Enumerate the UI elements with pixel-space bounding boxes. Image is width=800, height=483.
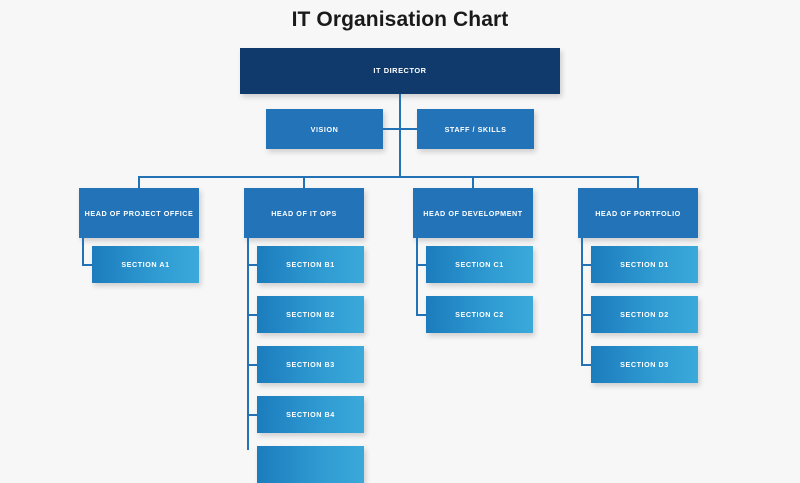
node-label: SECTION D2 [620,310,669,319]
connector-stub-section-a1 [82,264,92,266]
connector-spine-development [416,238,418,316]
connector-stub-section-d2 [581,314,591,316]
connector-drop-it-ops [303,176,305,188]
node-head-of-development[interactable]: HEAD OF DEVELOPMENT [413,188,533,238]
node-section-d1[interactable]: SECTION D1 [591,246,698,283]
connector-vision-to-spine [383,128,401,130]
node-section-d3[interactable]: SECTION D3 [591,346,698,383]
page-title: IT Organisation Chart [291,8,509,31]
connector-stub-section-c2 [416,314,426,316]
connector-spine-to-staff-skills [399,128,417,130]
node-label: HEAD OF PORTFOLIO [595,208,681,218]
connector-root-to-bus [399,129,401,177]
node-head-of-project-office[interactable]: HEAD OF PROJECT OFFICE [79,188,199,238]
connector-spine-it-ops [247,238,249,450]
connector-stub-section-b3 [247,364,257,366]
node-label: SECTION A1 [121,260,170,269]
node-label: HEAD OF PROJECT OFFICE [84,208,194,218]
node-label: SECTION D1 [620,260,669,269]
org-chart: IT Organisation Chart IT DIRECTOR VISION… [79,8,698,483]
node-vision[interactable]: VISION [266,109,383,149]
node-section-c2[interactable]: SECTION C2 [426,296,533,333]
node-label: SECTION B2 [286,310,335,319]
node-label: VISION [310,124,339,134]
node-label: HEAD OF IT OPS [271,208,337,218]
connector-stub-section-d3 [581,364,591,366]
node-section-b3[interactable]: SECTION B3 [257,346,364,383]
node-head-of-portfolio[interactable]: HEAD OF PORTFOLIO [578,188,698,238]
connector-stub-section-b1 [247,264,257,266]
connector-spine-portfolio [581,238,583,366]
connector-stub-section-b2 [247,314,257,316]
node-label: SECTION B1 [286,260,335,269]
node-staff-skills[interactable]: STAFF / SKILLS [417,109,534,149]
node-label: SECTION D3 [620,360,669,369]
node-section-a1[interactable]: SECTION A1 [92,246,199,283]
node-section-b4[interactable]: SECTION B4 [257,396,364,433]
node-section-b5-clipped[interactable] [257,446,364,483]
node-label: SECTION C1 [455,260,504,269]
connector-spine-project-office [82,238,84,265]
connector-drop-portfolio [637,176,639,188]
node-label: SECTION B4 [286,410,335,419]
node-head-of-it-ops[interactable]: HEAD OF IT OPS [244,188,364,238]
node-label: STAFF / SKILLS [444,124,507,134]
node-label: HEAD OF DEVELOPMENT [423,208,523,218]
connector-head-bus [138,176,638,178]
connector-stub-section-d1 [581,264,591,266]
connector-drop-development [472,176,474,188]
connector-stub-section-b4 [247,414,257,416]
node-it-director[interactable]: IT DIRECTOR [240,48,560,94]
node-section-c1[interactable]: SECTION C1 [426,246,533,283]
connector-drop-project-office [138,176,140,188]
node-label: SECTION B3 [286,360,335,369]
connector-stub-section-c1 [416,264,426,266]
node-section-b1[interactable]: SECTION B1 [257,246,364,283]
connector-root-stem [399,94,401,129]
node-section-b2[interactable]: SECTION B2 [257,296,364,333]
node-label: SECTION C2 [455,310,504,319]
node-label: IT DIRECTOR [373,66,427,76]
node-section-d2[interactable]: SECTION D2 [591,296,698,333]
